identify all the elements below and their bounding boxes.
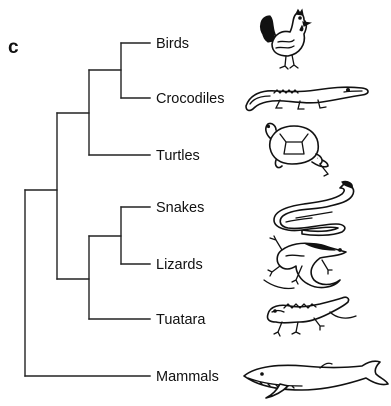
- taxon-label-mammals: Mammals: [156, 369, 219, 385]
- panel-letter: c: [8, 37, 19, 58]
- turtle-icon: [266, 123, 328, 176]
- tree-branches: [25, 43, 150, 376]
- taxon-labels: Birds Crocodiles Turtles Snakes Lizards …: [156, 36, 225, 385]
- rooster-icon: [261, 10, 310, 69]
- whale-icon: [244, 361, 388, 398]
- taxon-label-turtles: Turtles: [156, 148, 200, 164]
- animal-icons: [244, 10, 388, 398]
- taxon-label-lizards: Lizards: [156, 257, 203, 273]
- taxon-label-snakes: Snakes: [156, 200, 204, 216]
- snake-icon: [274, 181, 354, 235]
- taxon-label-crocodiles: Crocodiles: [156, 91, 225, 107]
- lizard-icon: [264, 236, 346, 289]
- tuatara-icon: [267, 297, 356, 336]
- crocodile-icon: [246, 87, 368, 110]
- taxon-label-birds: Birds: [156, 36, 189, 52]
- taxon-label-tuatara: Tuatara: [156, 312, 206, 328]
